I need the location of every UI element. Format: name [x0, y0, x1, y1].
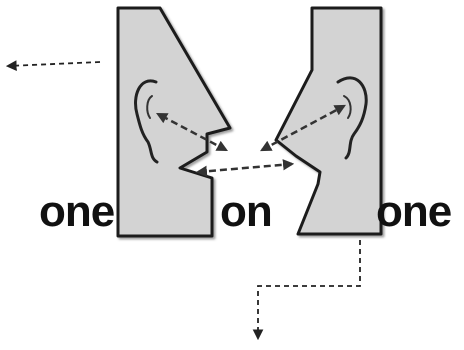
- right-head-silhouette: [276, 8, 381, 234]
- arrow-down-outward: [258, 240, 360, 338]
- word-middle-on: on: [220, 187, 272, 236]
- word-left-one: one: [39, 187, 114, 236]
- arrow-left-mouth-to-right: [198, 164, 292, 172]
- word-right-one: one: [376, 187, 451, 236]
- right-head: [276, 8, 381, 234]
- arrow-left-outward: [8, 62, 100, 66]
